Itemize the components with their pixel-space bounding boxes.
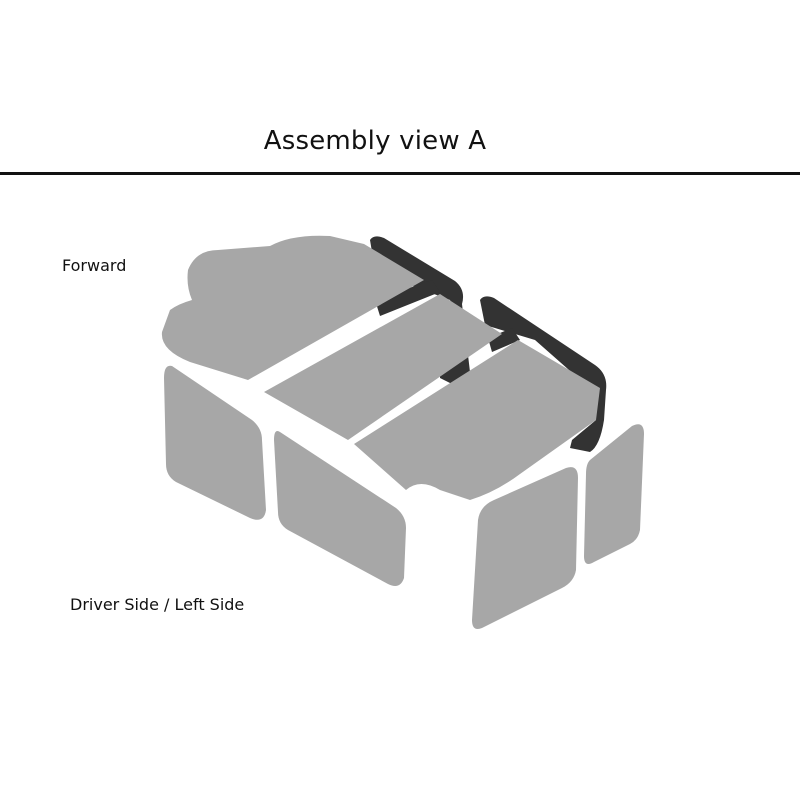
forward-label: Forward — [62, 256, 127, 275]
middle-top-panel — [264, 294, 502, 440]
frame-crossbar-2 — [488, 328, 520, 352]
page-title: Assembly view A — [263, 126, 487, 156]
driver-side-rear-panel — [274, 431, 406, 586]
passenger-side-rear-panel — [472, 467, 578, 629]
driver-side-label: Driver Side / Left Side — [70, 595, 245, 614]
frame-crossbar-1 — [375, 280, 440, 316]
forward-top-panel — [161, 235, 424, 380]
rear-top-panel — [354, 340, 600, 500]
rear-frame-bracket-2 — [480, 296, 607, 452]
passenger-side-front-panel — [584, 424, 644, 564]
driver-side-front-panel — [164, 365, 266, 520]
title-divider — [0, 172, 800, 175]
